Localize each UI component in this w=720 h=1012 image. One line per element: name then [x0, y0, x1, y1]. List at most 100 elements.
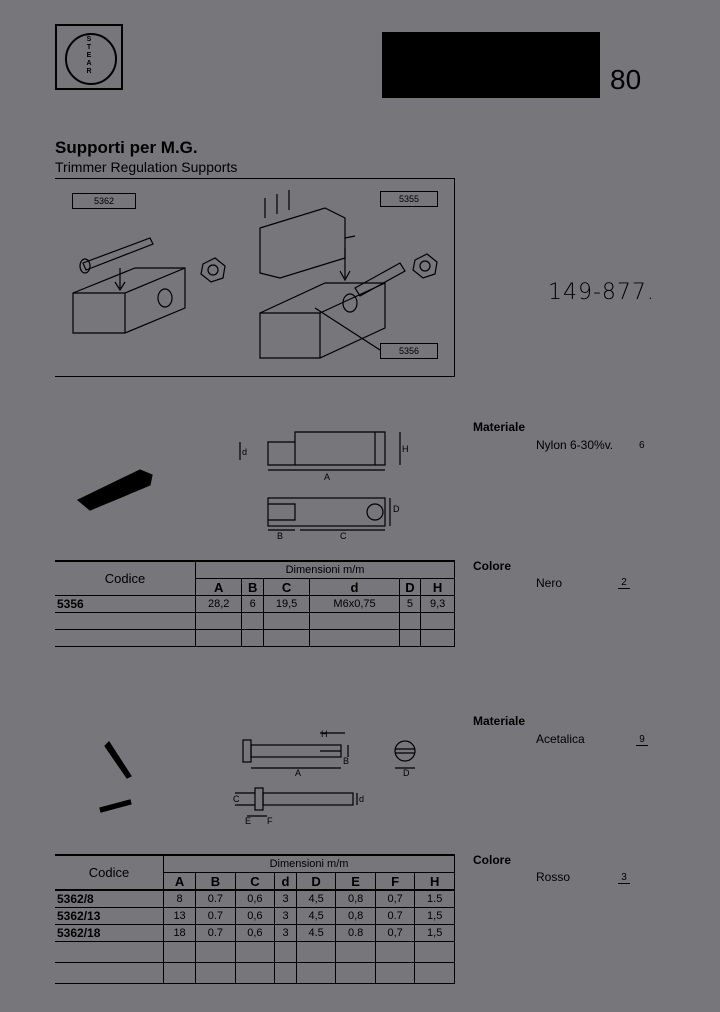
cell: 0.7: [374, 907, 416, 925]
dim-label-a: A: [324, 472, 330, 482]
dim-label-e2: E: [245, 816, 251, 826]
col-header: H: [414, 872, 455, 891]
cell: 1,5: [414, 924, 455, 942]
col-header: B: [195, 872, 236, 891]
dim-label-c2: C: [233, 794, 240, 804]
page-subtitle: Trimmer Regulation Supports: [55, 159, 238, 175]
page-number: 80: [610, 64, 642, 95]
materiale-value-1: Nylon 6-30%v.: [536, 438, 614, 452]
dim-label-h: H: [402, 444, 409, 454]
cell: 0,6: [234, 924, 276, 942]
cell: 13: [162, 907, 197, 925]
col-header: A: [163, 872, 197, 891]
dim-label-d2: d: [359, 794, 364, 804]
page-title: Supporti per M.G.: [55, 138, 198, 157]
dimensioni-header: Dimensioni m/m: [195, 560, 455, 579]
table-row-empty: [55, 962, 455, 984]
colore-label-1: Colore: [473, 559, 512, 573]
dim-label-f2: F: [267, 816, 273, 826]
handwritten-note: 149-877.: [548, 280, 655, 305]
colore-value-2: Rosso: [536, 870, 571, 884]
dimensions-table-5356: Codice Dimensioni m/m A B C d D H 5356 2…: [55, 560, 455, 647]
col-header: d: [274, 872, 297, 891]
col-header: d: [309, 578, 400, 596]
cell: 5: [398, 595, 422, 613]
dim-label-b: B: [277, 531, 283, 541]
colore-label-2: Colore: [473, 853, 512, 867]
dimensioni-header: Dimensioni m/m: [163, 854, 455, 873]
materiale-label-1: Materiale: [473, 420, 526, 434]
cell: 4.5: [295, 924, 337, 942]
cell: 3: [274, 907, 297, 925]
col-header: B: [241, 578, 264, 596]
materiale-value-2: Acetalica: [536, 732, 585, 746]
dim-label-d: d: [242, 447, 247, 457]
part-5356-drawing: d A H B C D: [76, 431, 409, 541]
cell: 3: [274, 924, 297, 942]
col-header: C: [262, 578, 311, 596]
colore-code-2: 3: [618, 872, 630, 884]
row-code: 5362/13: [55, 907, 164, 925]
dimensions-table-5362: Codice Dimensioni m/m A B C d D E F H 53…: [55, 854, 455, 984]
table-row-empty: [55, 629, 455, 647]
dim-label-b2: B: [343, 756, 349, 766]
row-code: 5356: [55, 595, 196, 613]
cell: 8: [162, 889, 197, 908]
colore-code-1: 2: [618, 577, 630, 589]
table-row-empty: [55, 612, 455, 630]
materiale-label-2: Materiale: [473, 714, 526, 728]
cell: 1.5: [414, 889, 455, 908]
colore-value-1: Nero: [536, 576, 563, 590]
codice-header: Codice: [55, 854, 164, 891]
cell: 0.7: [195, 889, 236, 908]
figure-label-5355: 5355: [380, 191, 438, 207]
cell: 0,8: [335, 907, 376, 925]
cell: 0.8: [335, 924, 376, 942]
cell: 4,5: [295, 889, 337, 908]
dim-label-a2: A: [295, 768, 301, 778]
col-header: F: [374, 872, 416, 891]
cell: 1,5: [414, 907, 455, 925]
codice-header: Codice: [55, 560, 196, 596]
table-row: 5356 28,2 6 19,5 M6x0,75 5 9,3: [55, 595, 455, 613]
figure-label-5362: 5362: [72, 193, 136, 209]
assembly-drawing: [72, 190, 438, 359]
redacted-block: [382, 32, 600, 98]
dim-label-dd2: D: [403, 768, 410, 778]
logo-oval: [65, 33, 117, 85]
col-header: E: [335, 872, 376, 891]
cell: 28,2: [194, 595, 243, 613]
figure-label-5356: 5356: [380, 343, 438, 359]
col-header: D: [295, 872, 337, 891]
materiale-code-2: 9: [636, 734, 648, 746]
cell: 0,6: [234, 889, 276, 908]
cell: 3: [274, 889, 297, 908]
cell: 0.7: [195, 907, 236, 925]
cell: 6: [241, 595, 264, 613]
table-row-empty: [55, 941, 455, 963]
dim-label-c: C: [340, 531, 347, 541]
cell: 4,5: [295, 907, 337, 925]
cell: 0,7: [374, 924, 416, 942]
row-code: 5362/18: [55, 924, 164, 942]
cell: 0,6: [234, 907, 276, 925]
col-header: D: [398, 578, 422, 596]
cell: 0,8: [335, 889, 376, 908]
cell: 0,7: [374, 889, 416, 908]
col-header: C: [234, 872, 276, 891]
cell: 9,3: [420, 595, 455, 613]
cell: M6x0,75: [309, 595, 400, 613]
part-5362-drawing: H A B D C d E F: [99, 729, 416, 826]
col-header: A: [195, 578, 243, 596]
row-code: 5362/8: [55, 889, 164, 908]
assembly-figure: [55, 178, 455, 377]
dim-label-h2: H: [321, 729, 328, 739]
col-header: H: [420, 578, 455, 596]
cell: 18: [162, 924, 197, 942]
cell: 0.7: [195, 924, 236, 942]
